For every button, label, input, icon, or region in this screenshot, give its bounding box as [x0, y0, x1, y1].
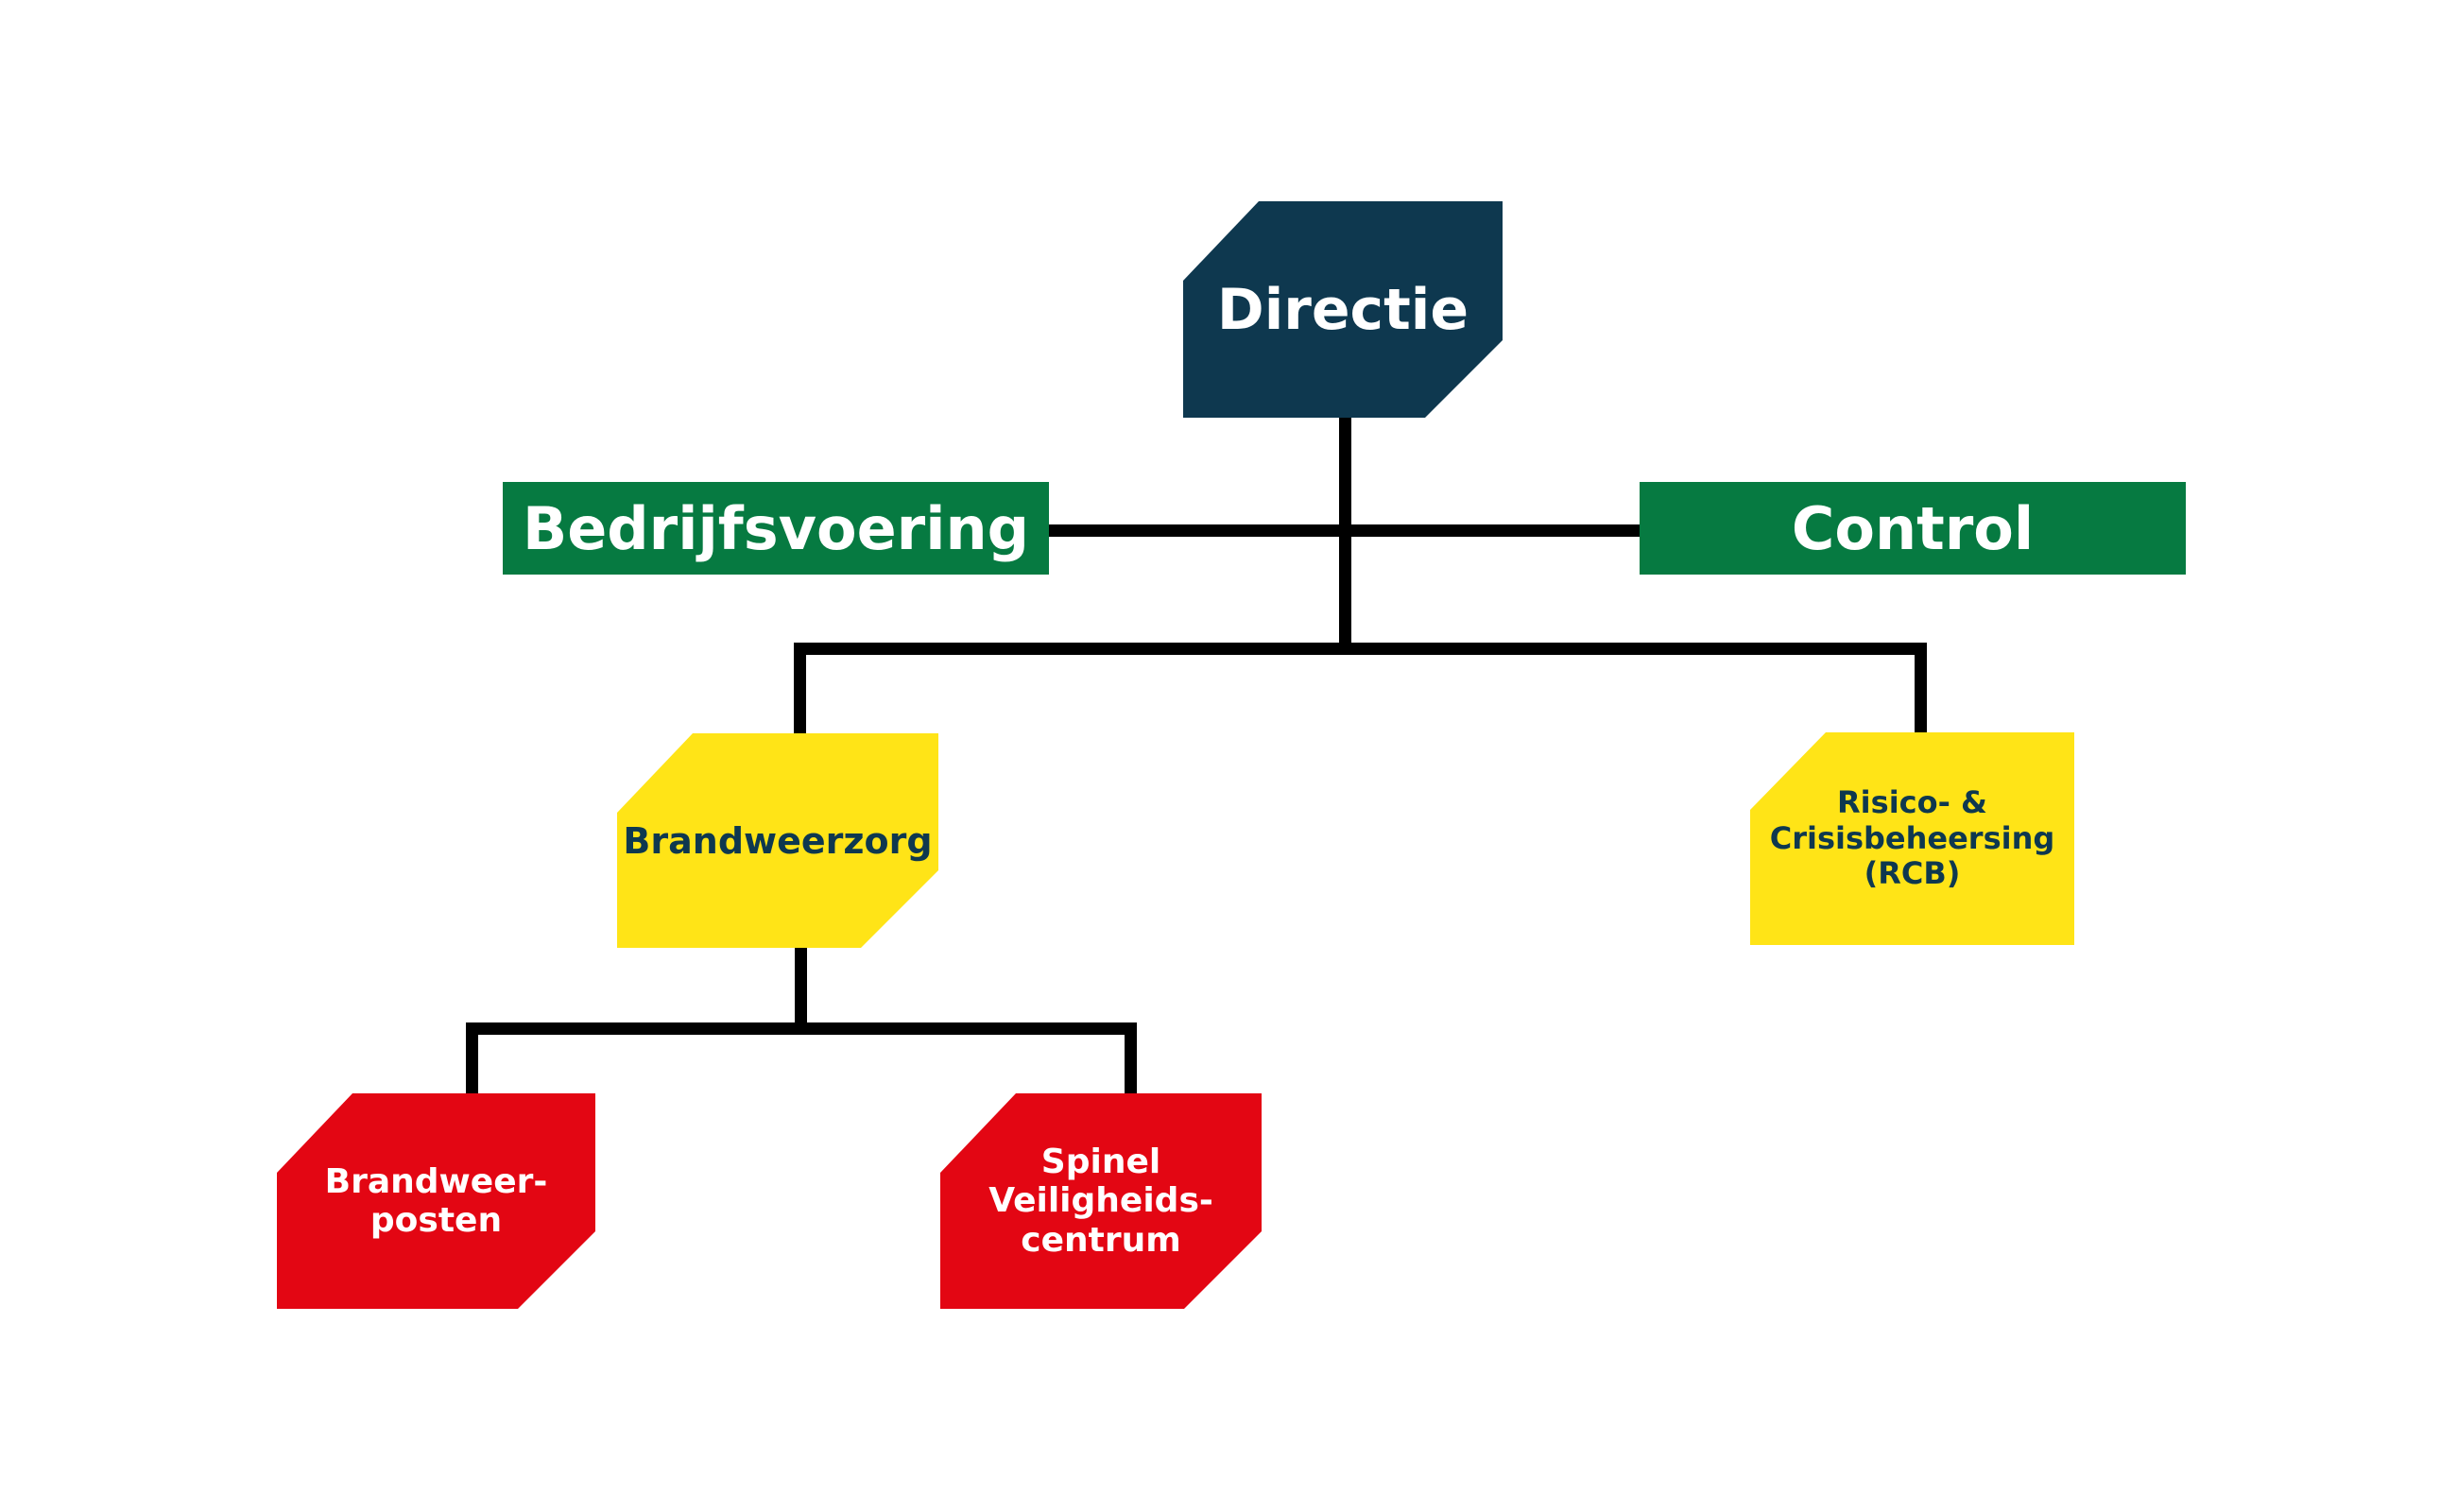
node-brandweerzorg-label: Brandweerzorg [623, 819, 933, 862]
connector-leg-brandweerposten [466, 1022, 478, 1093]
connector-level3-horizontal [466, 1022, 1137, 1035]
connector-leg-rcb [1915, 643, 1927, 732]
node-directie: Directie [1183, 201, 1503, 418]
node-bedrijfsvoering-label: Bedrijfsvoering [522, 493, 1030, 563]
node-control: Control [1640, 482, 2186, 575]
node-brandweerposten: Brandweer- posten [277, 1093, 595, 1309]
node-control-label: Control [1791, 493, 2035, 563]
connector-brandweerzorg-down [795, 948, 807, 1035]
node-brandweerposten-label: Brandweer- posten [324, 1161, 548, 1240]
node-spinel-veiligheidscentrum: Spinel Veiligheids- centrum [940, 1093, 1262, 1309]
connector-leg-brandweerzorg [794, 643, 806, 733]
node-risico-crisisbeheersing-label: Risico- & Crisisbeheersing (RCB) [1769, 783, 2055, 892]
connector-staff-horizontal [1049, 524, 1640, 537]
connector-level2-horizontal [794, 643, 1927, 655]
node-spinel-veiligheidscentrum-label: Spinel Veiligheids- centrum [988, 1142, 1213, 1260]
node-risico-crisisbeheersing: Risico- & Crisisbeheersing (RCB) [1750, 732, 2074, 945]
node-bedrijfsvoering: Bedrijfsvoering [503, 482, 1049, 575]
connector-leg-spinel [1125, 1022, 1137, 1093]
node-directie-label: Directie [1216, 276, 1469, 343]
node-brandweerzorg: Brandweerzorg [617, 733, 938, 948]
